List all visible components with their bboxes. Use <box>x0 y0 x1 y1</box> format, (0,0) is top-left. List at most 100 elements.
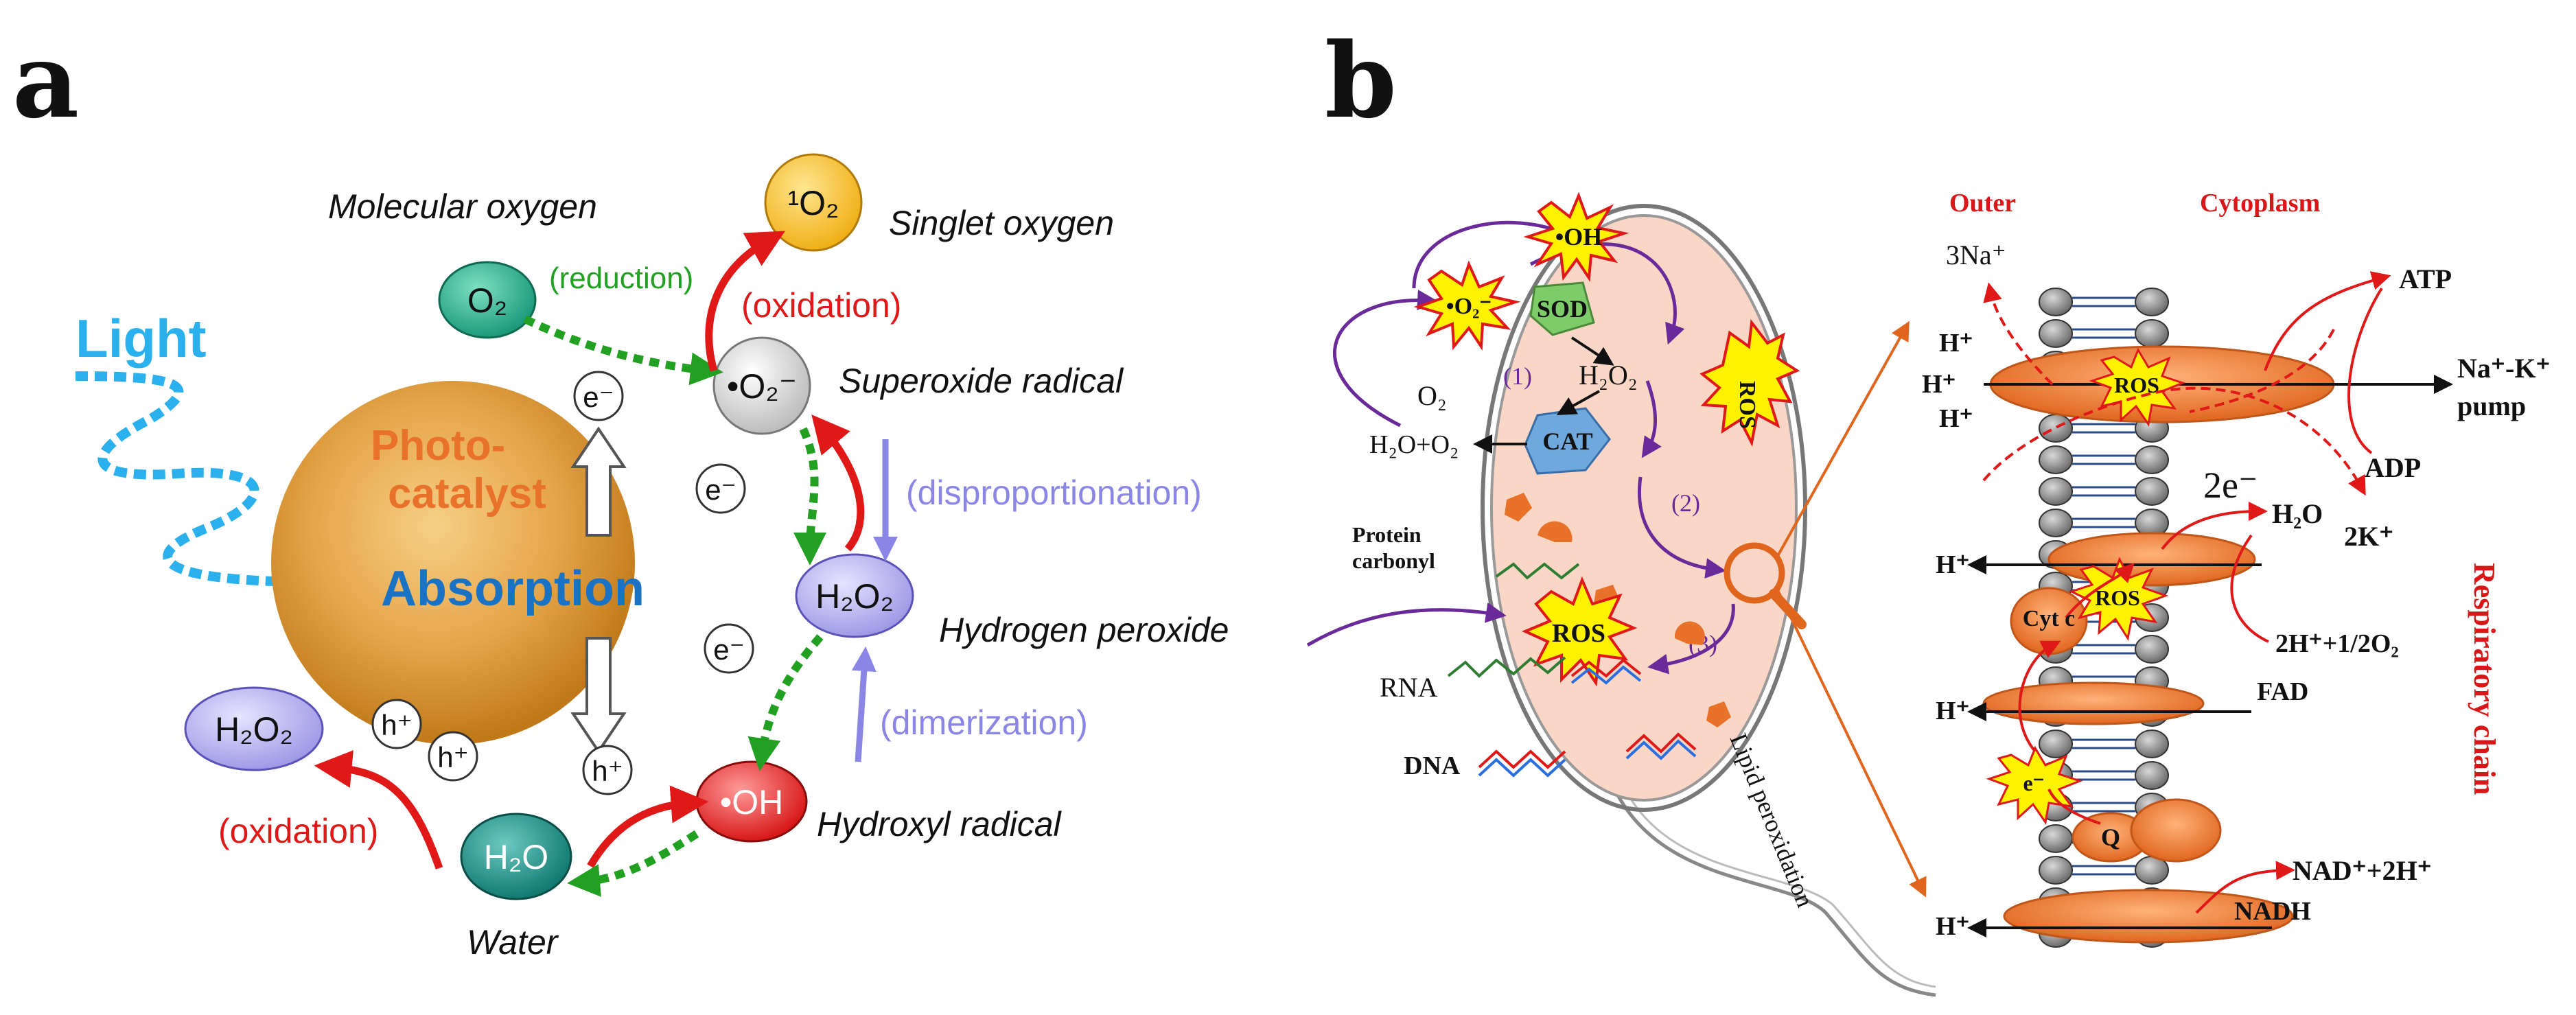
electron-3: e⁻ <box>704 623 754 674</box>
fad-label: FAD <box>2257 677 2308 706</box>
oh-star <box>1523 191 1629 282</box>
oxidation-label-top: (oxidation) <box>741 286 901 325</box>
panel-a-label: a <box>12 21 79 141</box>
hydroxyl-radical-label: Hydroxyl radical <box>817 805 1063 843</box>
cell-dna-red <box>1570 658 1642 678</box>
lipid-head <box>2039 319 2073 348</box>
ros-star-pump <box>2089 347 2186 427</box>
svg-text:e⁻: e⁻ <box>583 381 614 413</box>
lipid-head <box>2135 730 2169 758</box>
rna-label: RNA <box>1380 672 1438 703</box>
h2o2-to-superoxide-arrow <box>811 414 865 552</box>
lipid-head <box>2039 445 2073 474</box>
sod-label: SOD <box>1537 295 1588 323</box>
excitation-arrow-up <box>570 426 627 537</box>
h2o-o2-label: H₂O+O₂ <box>1369 430 1459 459</box>
water-label: Water <box>467 923 559 961</box>
dna-blue <box>1478 758 1566 778</box>
cell-tail-inner <box>1608 744 1936 988</box>
excitation-arrow-down <box>570 637 627 754</box>
adp-label: ADP <box>2365 452 2421 483</box>
atp-label: ATP <box>2399 264 2452 294</box>
hole-1: h⁺ <box>371 699 422 749</box>
o2-reduction-arrow <box>2230 534 2269 643</box>
atp-arrow <box>2264 271 2391 371</box>
nadh-label: NADH <box>2234 897 2311 926</box>
lipid-head <box>2039 477 2073 506</box>
dimerization-label: (dimerization) <box>880 703 1088 742</box>
nad-arrow <box>2195 861 2295 914</box>
svg-text:h⁺: h⁺ <box>592 755 623 787</box>
oh-label: •OH <box>720 783 784 821</box>
o2-label: O₂ <box>467 281 507 320</box>
sod-enzyme <box>1529 281 1595 336</box>
water-to-oh-arrow <box>587 785 709 868</box>
h2o2-to-cat-arrow <box>1556 390 1600 415</box>
cyt-c-label: Cyt c <box>2023 606 2075 631</box>
superoxide-label: •O₂⁻ <box>727 367 797 406</box>
magnifier-lens <box>1724 542 1785 604</box>
complex-3-protein <box>2130 798 2222 863</box>
ros-pump-label: ROS <box>2114 373 2159 397</box>
na-k-label-1: Na⁺-K⁺ <box>2457 353 2551 384</box>
h-plus-label-4: H⁺ <box>1936 550 1970 579</box>
svg-text:e⁻: e⁻ <box>713 633 745 666</box>
h2o2-label-b: H₂O₂ <box>1579 360 1638 390</box>
pathway-arrow-6 <box>1647 603 1735 675</box>
cytoplasm-label: Cytoplasm <box>2200 189 2320 218</box>
dna-red <box>1478 749 1566 769</box>
light-label: Light <box>76 308 207 369</box>
lipid-head <box>2135 445 2169 474</box>
two-e-label: 2e⁻ <box>2203 465 2258 506</box>
rna-strand <box>1447 656 1566 678</box>
h-plus-label-6: H⁺ <box>1936 912 1970 941</box>
lipid-head <box>2135 477 2169 506</box>
oxidation-label-bottom: (oxidation) <box>218 812 378 850</box>
h2o-arrow <box>2161 502 2268 550</box>
protein-fragment-5 <box>1706 701 1731 727</box>
e-minus-label: e⁻ <box>2023 771 2044 795</box>
e-minus-star <box>1986 745 2083 825</box>
k-in-arrow <box>1982 386 2366 496</box>
hole-2: h⁺ <box>428 731 478 782</box>
two-h-half-o2-label: 2H⁺+1/2O₂ <box>2275 629 2399 658</box>
light-ray <box>75 371 349 602</box>
zoom-line-bottom <box>1776 590 1927 898</box>
oxidation-arrow-top <box>705 231 785 372</box>
h2o2-to-oh-arrow <box>747 634 824 771</box>
h2o2-molecule <box>795 553 914 638</box>
protein-fragment-1 <box>1505 493 1532 522</box>
h-plus-label-1: H⁺ <box>1939 329 1973 358</box>
singlet-oxygen-label: Singlet oxygen <box>889 204 1114 242</box>
lipid-head <box>2135 319 2169 348</box>
reduction-label: (reduction) <box>549 261 693 295</box>
cell-dna-blue <box>1570 665 1642 685</box>
h2o-label: H₂O <box>484 838 548 876</box>
protein-fragment-2 <box>1538 521 1573 542</box>
o2-minus-star <box>1413 260 1521 351</box>
lipid-head <box>2135 635 2169 664</box>
entry-arrow-left <box>1306 602 1507 647</box>
zoom-line-top <box>1776 320 1910 557</box>
superoxide-radical-label: Superoxide radical <box>839 362 1124 400</box>
singlet-o2-label: ¹O₂ <box>788 184 839 222</box>
three-na-label: 3Na⁺ <box>1946 240 2006 270</box>
h2o2-left-molecule <box>184 686 324 771</box>
photocatalyst-sphere <box>271 381 635 745</box>
svg-text:e⁻: e⁻ <box>705 474 736 506</box>
electron-2: e⁻ <box>695 463 746 514</box>
ros-vertical-label: ROS <box>1734 381 1760 429</box>
entry-arrow-2 <box>1412 220 1581 289</box>
q-label: Q <box>2101 824 2120 851</box>
entry-arrow-1 <box>1333 290 1438 428</box>
cat-label: CAT <box>1542 428 1592 455</box>
respiratory-chain-label: Respiratory chain <box>2468 563 2501 795</box>
na-k-label-2: pump <box>2457 390 2526 421</box>
protein-carbonyl-label-2: carbonyl <box>1352 548 1435 573</box>
lipid-head <box>2135 288 2169 316</box>
complex-2-protein <box>1982 681 2205 725</box>
reduction-arrow <box>523 315 723 386</box>
svg-text:h⁺: h⁺ <box>381 709 413 741</box>
svg-text:h⁺: h⁺ <box>437 741 469 773</box>
